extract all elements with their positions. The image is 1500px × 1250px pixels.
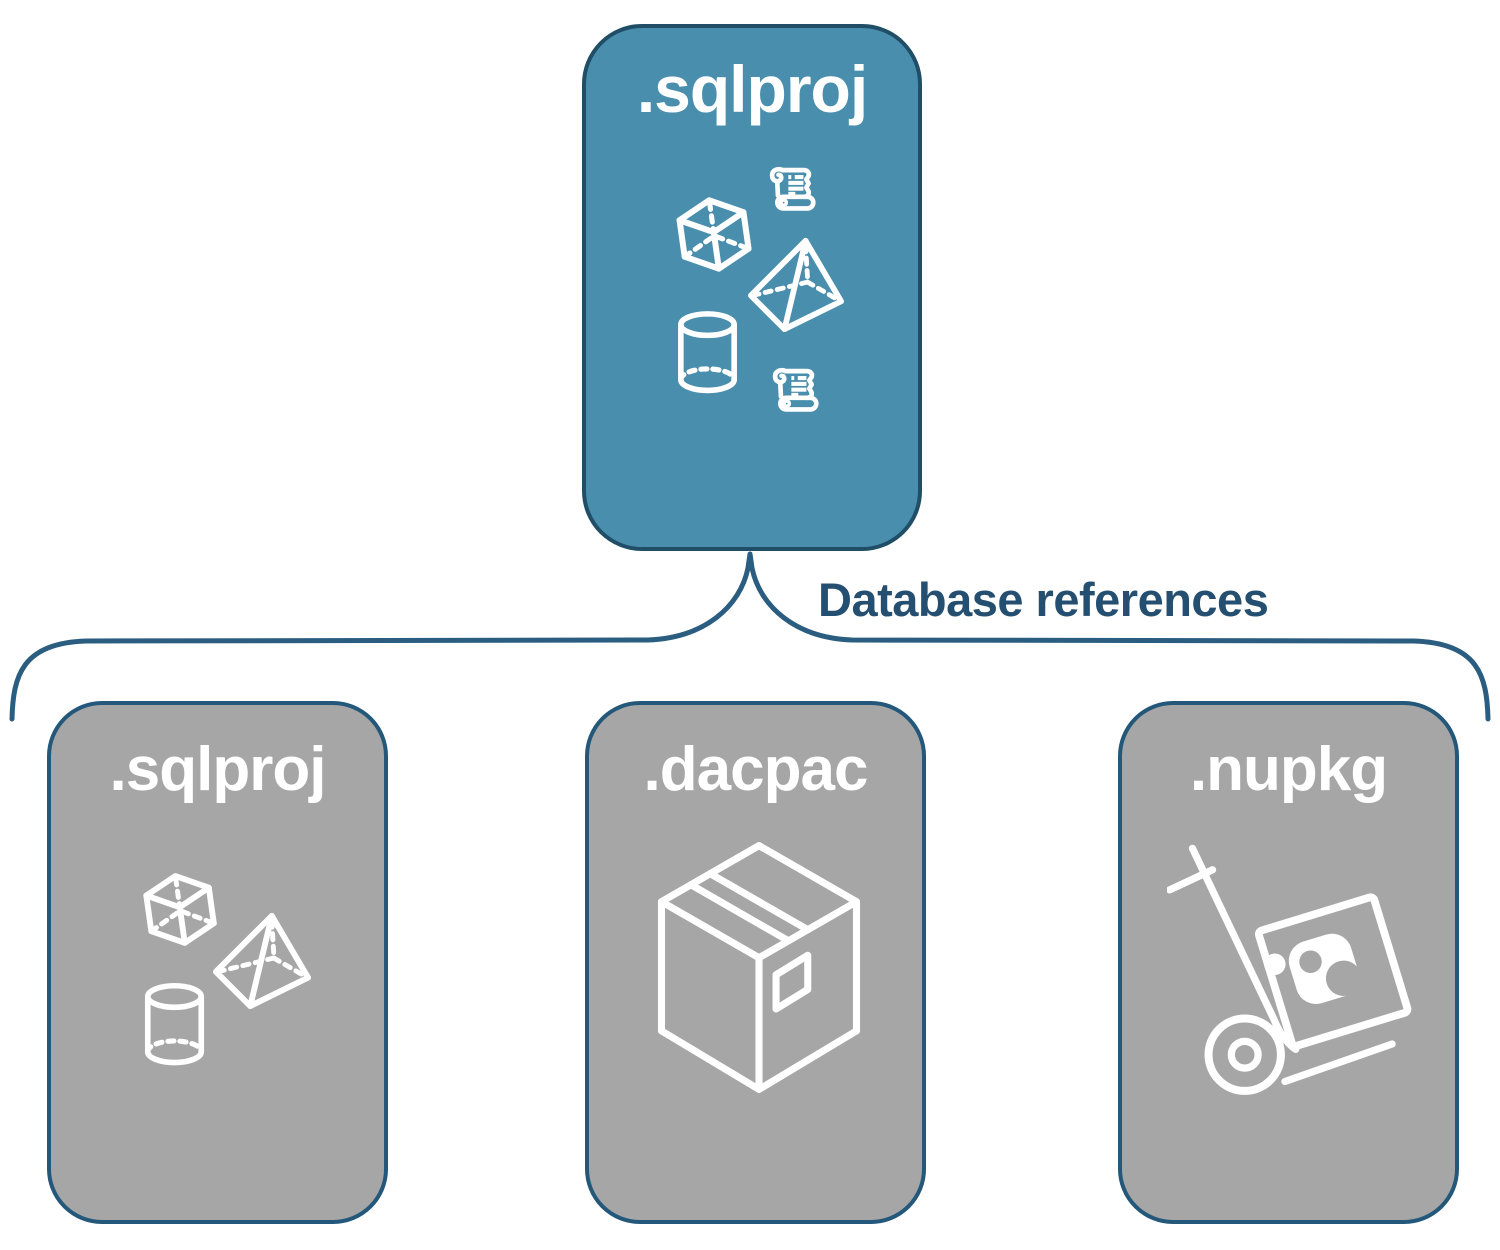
child-card-title: .nupkg: [1189, 735, 1388, 804]
child-card-icons: [589, 705, 922, 1220]
root-card-sqlproj: .sqlproj: [582, 24, 922, 551]
scroll-icon: [775, 370, 816, 409]
pyramid-icon: [751, 241, 841, 329]
child-card-nupkg: .nupkg: [1118, 701, 1459, 1224]
root-card-icons: [586, 28, 918, 547]
child-card-title: .sqlproj: [109, 735, 327, 804]
nuget-hand-truck-icon: [1170, 848, 1409, 1091]
database-cylinder-icon: [148, 986, 201, 1063]
cube-icon: [144, 872, 216, 948]
child-card-icons: [51, 705, 384, 1220]
cube-icon: [677, 196, 750, 273]
root-card-title: .sqlproj: [636, 52, 868, 126]
pyramid-icon: [216, 916, 308, 1006]
child-card-dacpac: .dacpac: [585, 701, 926, 1224]
package-box-icon: [662, 846, 857, 1090]
child-card-sqlproj: .sqlproj: [47, 701, 388, 1224]
database-cylinder-icon: [681, 314, 734, 391]
connector-label: Database references: [818, 573, 1269, 626]
child-card-icons: [1122, 705, 1455, 1220]
child-card-title: .dacpac: [643, 735, 869, 804]
scroll-icon: [772, 169, 813, 208]
